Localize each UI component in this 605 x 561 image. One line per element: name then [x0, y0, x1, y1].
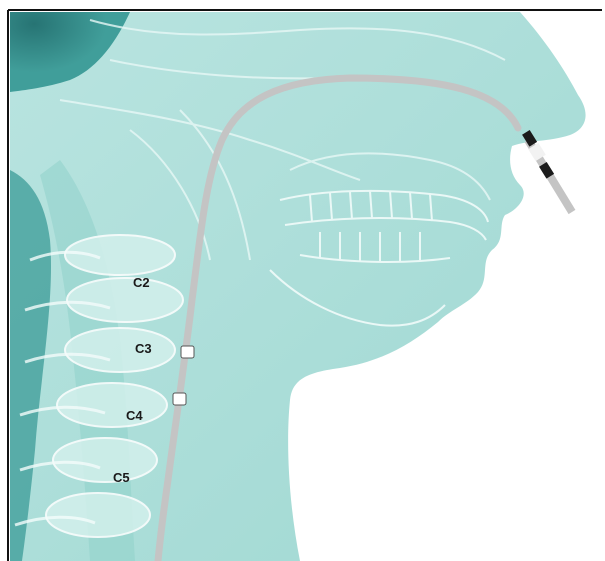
- electrode-band-lower: [173, 393, 186, 405]
- vertebra-label-c3: C3: [135, 341, 152, 356]
- vertebra-label-c4: C4: [126, 408, 143, 423]
- electrode-band-upper: [181, 346, 194, 358]
- vertebra-label-c2: C2: [133, 275, 150, 290]
- vertebra-label-c5: C5: [113, 470, 130, 485]
